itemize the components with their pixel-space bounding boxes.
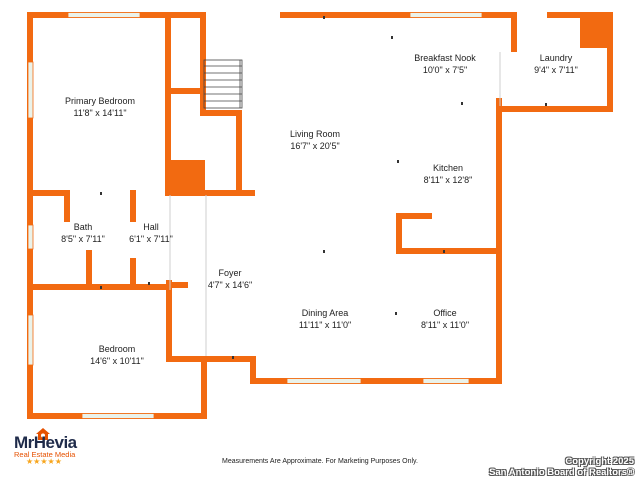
logo-tagline: Real Estate Media bbox=[14, 450, 76, 459]
room-dims: 8'11" x 11'0" bbox=[420, 320, 470, 330]
room-label-bath: Bath 8'5" x 7'11" bbox=[48, 221, 118, 245]
room-name: Primary Bedroom bbox=[64, 96, 136, 106]
room-name: Bedroom bbox=[98, 344, 136, 354]
room-dims: 8'5" x 7'11" bbox=[61, 234, 105, 244]
copyright-notice: Copyright 2025 San Antonio Board of Real… bbox=[489, 456, 634, 478]
windows bbox=[27, 12, 483, 419]
room-dims: 11'11" x 11'0" bbox=[298, 320, 352, 330]
house-icon bbox=[36, 428, 50, 440]
disclaimer-text: Measurements Are Approximate. For Market… bbox=[222, 458, 418, 465]
room-label-office: Office 8'11" x 11'0" bbox=[405, 307, 485, 331]
room-label-hall: Hall 6'1" x 7'11" bbox=[120, 221, 182, 245]
markers bbox=[100, 16, 547, 359]
room-dims: 11'8" x 14'11" bbox=[73, 108, 127, 118]
room-name: Dining Area bbox=[301, 308, 349, 318]
room-dims: 10'0" x 7'5" bbox=[422, 65, 468, 75]
room-dims: 4'7" x 14'6" bbox=[207, 280, 253, 290]
room-label-kitchen: Kitchen 8'11" x 12'8" bbox=[408, 162, 488, 186]
room-name: Foyer bbox=[218, 268, 242, 278]
room-name: Bath bbox=[73, 222, 93, 232]
room-dims: 16'7" x 20'5" bbox=[290, 141, 340, 151]
room-label-laundry: Laundry 9'4" x 7'11" bbox=[518, 52, 594, 76]
logo-brand: MrHevia bbox=[14, 433, 77, 452]
room-name: Laundry bbox=[539, 53, 573, 63]
stairs bbox=[203, 59, 243, 109]
dividers bbox=[169, 52, 501, 356]
brand-logo: MrHevia Real Estate Media ★★★★★ bbox=[12, 428, 102, 468]
room-label-breakfast-nook: Breakfast Nook 10'0" x 7'5" bbox=[400, 52, 490, 76]
room-name: Living Room bbox=[289, 129, 341, 139]
room-name: Office bbox=[433, 308, 457, 318]
room-label-living-room: Living Room 16'7" x 20'5" bbox=[270, 128, 360, 152]
room-dims: 14'6" x 10'11" bbox=[90, 356, 144, 366]
room-name: Hall bbox=[143, 222, 159, 232]
walls bbox=[27, 12, 613, 419]
room-name: Breakfast Nook bbox=[414, 53, 476, 63]
room-name: Kitchen bbox=[432, 163, 464, 173]
room-label-foyer: Foyer 4'7" x 14'6" bbox=[198, 267, 262, 291]
room-label-bedroom: Bedroom 14'6" x 10'11" bbox=[70, 343, 164, 367]
room-dims: 6'1" x 7'11" bbox=[129, 234, 173, 244]
room-label-primary-bedroom: Primary Bedroom 11'8" x 14'11" bbox=[50, 95, 150, 119]
copyright-owner: San Antonio Board of Realtors® bbox=[489, 467, 634, 478]
room-dims: 8'11" x 12'8" bbox=[423, 175, 473, 185]
copyright-line: Copyright 2025 bbox=[565, 456, 634, 467]
room-dims: 9'4" x 7'11" bbox=[534, 65, 578, 75]
rating-stars-icon: ★★★★★ bbox=[26, 457, 62, 466]
room-label-dining-area: Dining Area 11'11" x 11'0" bbox=[282, 307, 368, 331]
